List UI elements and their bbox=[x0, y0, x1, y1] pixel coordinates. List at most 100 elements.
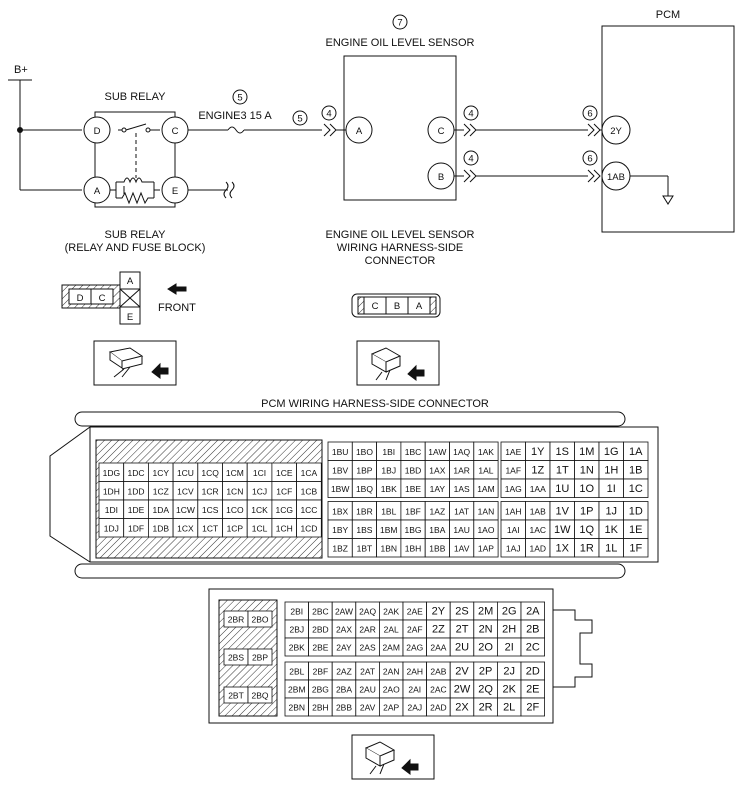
pin-2S: 2S bbox=[455, 606, 468, 618]
pin-1Z: 1Z bbox=[531, 464, 544, 476]
pin-2W: 2W bbox=[454, 684, 471, 696]
pin-2AF: 2AF bbox=[407, 625, 423, 635]
relay-conn-d: D bbox=[77, 293, 84, 304]
pin-2Y: 2Y bbox=[432, 606, 446, 618]
pin-1R: 1R bbox=[580, 542, 594, 554]
pin-1M: 1M bbox=[579, 446, 594, 458]
sensor-pin-a bbox=[345, 116, 373, 144]
pin-1BF: 1BF bbox=[405, 506, 421, 516]
pin-2AW: 2AW bbox=[335, 607, 353, 617]
pin-2C: 2C bbox=[526, 642, 540, 654]
pin-1AJ: 1AJ bbox=[506, 543, 521, 553]
pin-1BG: 1BG bbox=[405, 525, 422, 535]
pin-1DA: 1DA bbox=[152, 505, 169, 515]
pin-1BZ: 1BZ bbox=[332, 543, 348, 553]
pin-1AF: 1AF bbox=[505, 465, 521, 475]
callout-6-2y: 6 bbox=[587, 109, 592, 120]
pin-1BR: 1BR bbox=[356, 506, 373, 516]
pin-1BB: 1BB bbox=[429, 543, 445, 553]
callout-7: 7 bbox=[397, 18, 402, 29]
pin-2BK: 2BK bbox=[289, 643, 305, 653]
sensor-conn-caption-1: ENGINE OIL LEVEL SENSOR bbox=[326, 229, 475, 241]
front-label: FRONT bbox=[158, 302, 196, 314]
relay-pin-c bbox=[161, 116, 189, 144]
pin-1DI: 1DI bbox=[105, 505, 118, 515]
pin-1O: 1O bbox=[579, 483, 594, 495]
pin-1BT: 1BT bbox=[357, 543, 373, 553]
pin-2BS: 2BS bbox=[228, 653, 244, 663]
pin-1CY: 1CY bbox=[152, 468, 169, 478]
pin-1F: 1F bbox=[629, 542, 642, 554]
pin-2H: 2H bbox=[502, 624, 516, 636]
pin-1C-cell bbox=[623, 478, 649, 498]
relay-pin-d-label: D bbox=[94, 126, 101, 137]
pin-1G: 1G bbox=[604, 446, 619, 458]
pin-2B: 2B bbox=[526, 624, 539, 636]
sensor-pin-b-label: B bbox=[438, 172, 444, 183]
pin-1BI: 1BI bbox=[382, 447, 395, 457]
callout-5-fuse: 5 bbox=[237, 93, 242, 104]
oil-level-sensor-box bbox=[343, 55, 457, 201]
pin-2AR: 2AR bbox=[359, 625, 376, 635]
pin-2I: 2I bbox=[505, 642, 514, 654]
pin-2BQ-cell bbox=[247, 686, 273, 704]
connector-view-icon bbox=[356, 340, 440, 386]
pin-1I: 1I bbox=[607, 483, 616, 495]
pin-1AH: 1AH bbox=[505, 506, 522, 516]
pin-2L: 2L bbox=[503, 702, 515, 714]
pin-2BP: 2BP bbox=[252, 653, 268, 663]
callout-4-b: 4 bbox=[468, 154, 473, 165]
pin-2BD: 2BD bbox=[312, 625, 329, 635]
pin-2BF: 2BF bbox=[313, 667, 329, 677]
pin-1BM: 1BM bbox=[380, 525, 397, 535]
pin-1BY: 1BY bbox=[332, 525, 348, 535]
pin-1P: 1P bbox=[580, 505, 593, 517]
pin-2Z: 2Z bbox=[432, 624, 445, 636]
pin-1X: 1X bbox=[556, 542, 570, 554]
pin-1AS: 1AS bbox=[454, 484, 470, 494]
pin-1A: 1A bbox=[629, 446, 643, 458]
pin-1AI: 1AI bbox=[507, 525, 520, 535]
pin-1BE: 1BE bbox=[405, 484, 421, 494]
pin-1BA: 1BA bbox=[429, 525, 445, 535]
pin-1DC: 1DC bbox=[128, 468, 145, 478]
pin-1AQ: 1AQ bbox=[453, 447, 470, 457]
relay-pin-e bbox=[161, 176, 189, 204]
pin-1BN: 1BN bbox=[380, 543, 397, 553]
pin-1AC: 1AC bbox=[529, 525, 546, 535]
pin-1CN: 1CN bbox=[226, 486, 243, 496]
pin-1BX: 1BX bbox=[332, 506, 348, 516]
pin-2BI: 2BI bbox=[290, 607, 303, 617]
pin-2BJ: 2BJ bbox=[289, 625, 304, 635]
pin-1CT: 1CT bbox=[202, 523, 218, 533]
pin-1CV: 1CV bbox=[177, 486, 194, 496]
sensor-conn-caption-2: WIRING HARNESS-SIDE bbox=[337, 242, 464, 254]
pin-1S: 1S bbox=[556, 446, 569, 458]
callout-4-c: 4 bbox=[468, 109, 473, 120]
pin-1BU: 1BU bbox=[332, 447, 349, 457]
pin-1AP: 1AP bbox=[478, 543, 494, 553]
pin-1AL: 1AL bbox=[478, 465, 493, 475]
pin-1BL: 1BL bbox=[381, 506, 396, 516]
callout-4-a: 4 bbox=[326, 109, 331, 120]
pin-1BJ: 1BJ bbox=[381, 465, 396, 475]
pin-2U: 2U bbox=[455, 642, 469, 654]
pin-1E: 1E bbox=[629, 524, 642, 536]
pin-1AM-cell bbox=[473, 478, 499, 498]
pin-1N: 1N bbox=[580, 464, 594, 476]
sub-relay-caption-1: SUB RELAY bbox=[105, 229, 167, 241]
sensor-conn-c: C bbox=[372, 301, 379, 312]
connector-view-icon bbox=[93, 340, 177, 386]
pin-1DG: 1DG bbox=[103, 468, 120, 478]
pin-1CQ: 1CQ bbox=[201, 468, 219, 478]
relay-connector bbox=[61, 271, 187, 325]
pin-1BV: 1BV bbox=[332, 465, 348, 475]
pin-2J: 2J bbox=[503, 666, 515, 678]
pin-2AC: 2AC bbox=[430, 685, 447, 695]
pin-2BG: 2BG bbox=[312, 685, 329, 695]
pin-2BL: 2BL bbox=[289, 667, 304, 677]
pin-2AV: 2AV bbox=[360, 703, 376, 713]
pin-2BR: 2BR bbox=[228, 615, 245, 625]
